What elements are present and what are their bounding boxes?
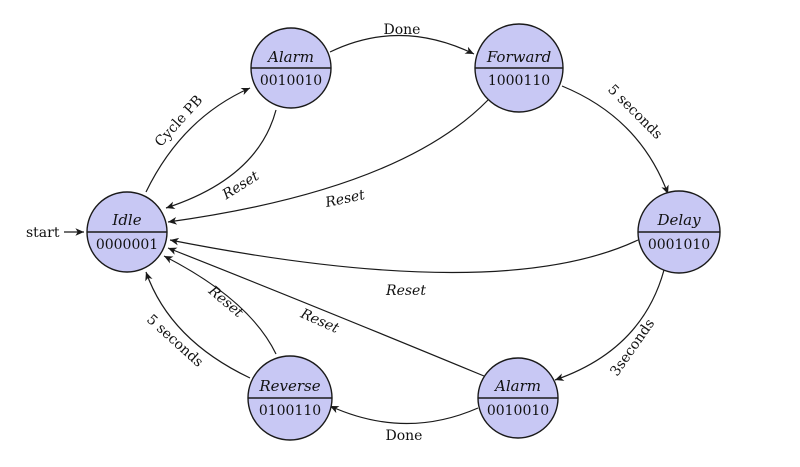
state-alarm-bottom-code: 0010010 [487, 403, 549, 419]
state-idle: Idle 0000001 [86, 191, 168, 273]
state-forward-code: 1000110 [488, 73, 550, 89]
edge-alarm2-reset [167, 247, 485, 377]
label-reset-reverse: Reset [204, 282, 246, 321]
state-delay: Delay 0001010 [637, 190, 721, 274]
edge-idle-to-alarm [145, 87, 251, 193]
state-forward: Forward 1000110 [474, 23, 564, 113]
state-delay-name: Delay [656, 211, 701, 229]
edge-alarm-reset [165, 109, 277, 209]
state-alarm-bottom: Alarm 0010010 [477, 357, 559, 439]
state-idle-name: Idle [111, 211, 141, 229]
edge-delay-to-alarm [554, 269, 665, 381]
label-5-seconds-right: 5 seconds [604, 82, 665, 143]
state-delay-code: 0001010 [648, 237, 710, 253]
edge-delay-reset [169, 237, 639, 274]
label-reset-alarm: Reset [219, 168, 262, 203]
state-alarm-top-code: 0010010 [260, 73, 322, 89]
label-done-top: Done [384, 22, 421, 38]
label-reset-delay: Reset [385, 283, 426, 299]
state-reverse: Reverse 0100110 [247, 355, 333, 441]
edge-alarm-to-reverse [329, 405, 479, 425]
label-reset-alarm2: Reset [297, 306, 341, 337]
state-idle-code: 0000001 [96, 237, 158, 253]
label-5-seconds-left: 5 seconds [143, 312, 206, 371]
state-reverse-name: Reverse [258, 377, 320, 395]
edge-alarm-to-forward [329, 34, 475, 55]
edge-forward-to-delay [561, 85, 669, 195]
start-label: start [26, 225, 60, 241]
edge-forward-reset [167, 99, 489, 225]
edges [64, 34, 669, 425]
edge-reverse-reset [163, 255, 277, 355]
state-forward-name: Forward [486, 48, 551, 66]
state-alarm-bottom-name: Alarm [493, 377, 541, 395]
state-reverse-code: 0100110 [259, 403, 321, 419]
label-reset-forward: Reset [323, 187, 367, 211]
label-done-bottom: Done [386, 428, 423, 444]
state-alarm-top-name: Alarm [266, 48, 314, 66]
edge-reverse-to-idle [145, 271, 251, 379]
state-alarm-top: Alarm 0010010 [250, 27, 332, 109]
